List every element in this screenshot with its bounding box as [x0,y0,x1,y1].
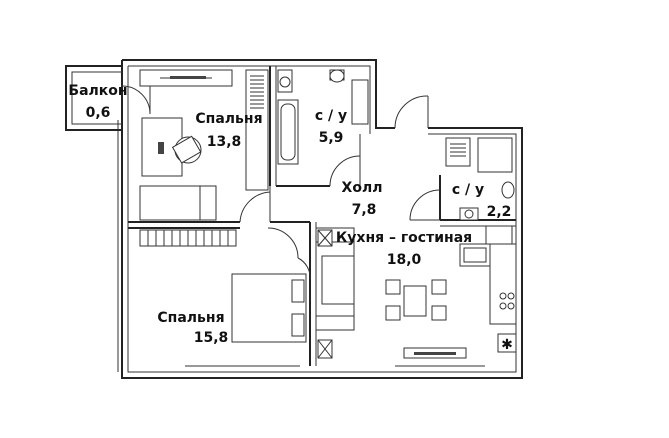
bath1-name: с / у [315,108,347,124]
bedroom1-furniture [139,69,269,221]
balcony-name: Балкон [68,83,127,99]
bath2-fixtures [445,137,515,245]
hall-name: Холл [342,180,383,196]
bedroom1-area: 13,8 [207,134,242,150]
exterior-walls [117,59,523,379]
asterisk-icon: ✱ [497,333,517,353]
kitchen-name: Кухня – гостиная [336,230,472,246]
bedroom1-name: Спальня [195,111,262,127]
hall-area: 7,8 [352,202,377,218]
kitchen-area: 18,0 [387,252,422,268]
bath2-name: с / у [452,182,484,198]
bath2-area: 2,2 [487,204,512,220]
bath1-fixtures [277,69,369,165]
bedroom2-bed [231,273,307,343]
svg-text:✱: ✱ [501,337,513,353]
bedroom2-area: 15,8 [194,330,229,346]
bedroom2-name: Спальня [157,310,224,326]
balcony-area-value: 0,6 [86,105,111,121]
balcony-area [65,65,151,131]
kitchen-furniture [139,227,517,359]
room-labels: Балкон 0,6 Спальня 13,8 с / у 5,9 Холл 7… [68,83,511,346]
bath1-area: 5,9 [319,130,344,146]
